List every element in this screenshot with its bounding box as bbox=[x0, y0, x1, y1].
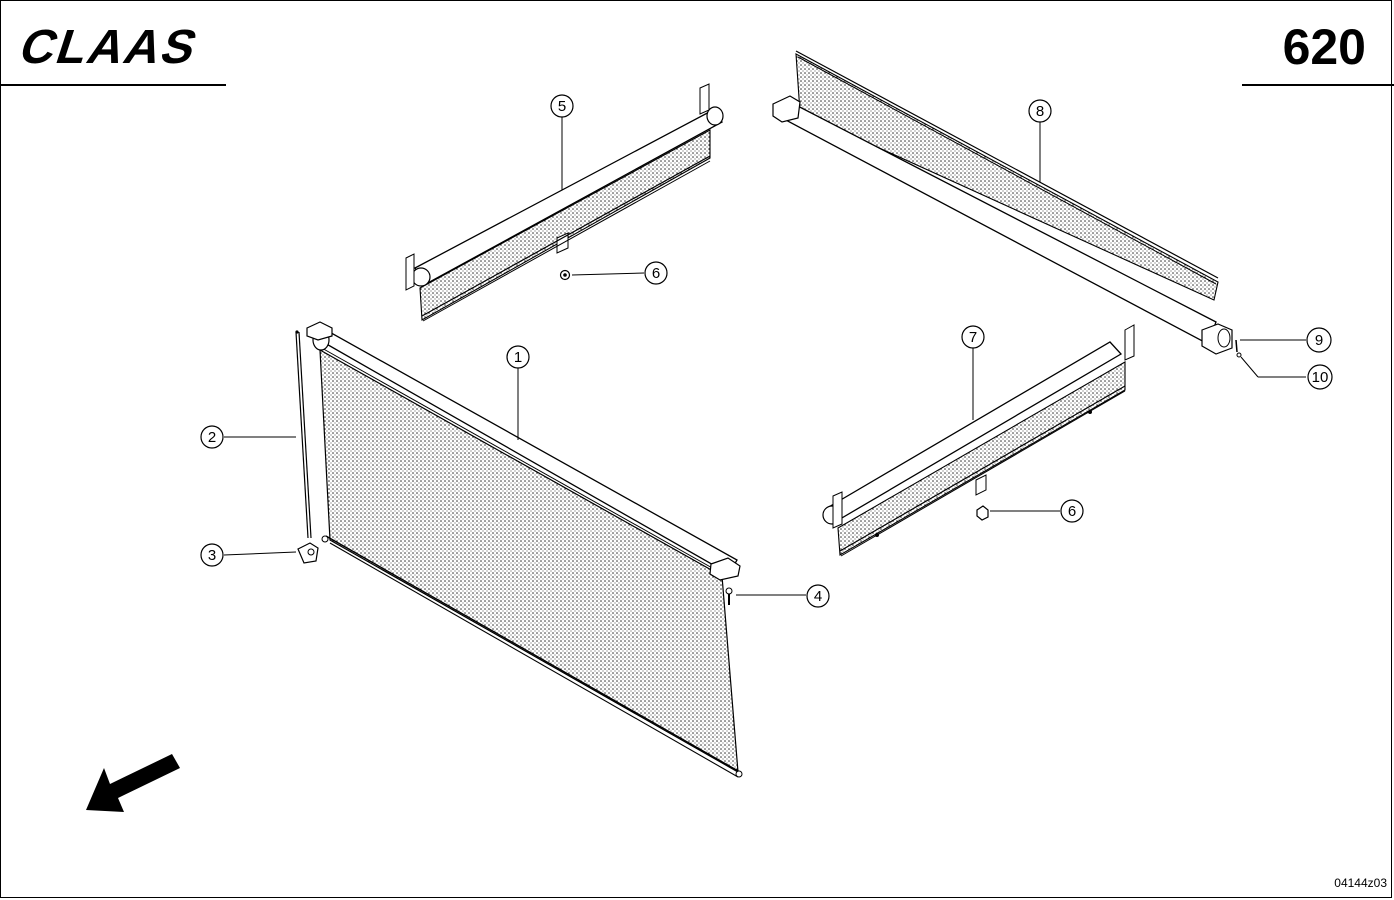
callout-7-label: 7 bbox=[969, 329, 977, 346]
callout-4-label: 4 bbox=[814, 588, 822, 605]
callout-9: 9 bbox=[1306, 327, 1332, 353]
callout-6-upper-label: 6 bbox=[652, 265, 660, 282]
part-3-end-cap bbox=[297, 542, 319, 564]
part-7-roller-blind-right bbox=[822, 324, 1135, 557]
leader-lines bbox=[223, 116, 1306, 596]
callout-3: 3 bbox=[200, 543, 224, 567]
callout-4: 4 bbox=[806, 584, 830, 608]
drawing-id: 04144z03 bbox=[1334, 876, 1387, 890]
part-9-pin bbox=[1235, 339, 1238, 353]
callout-7: 7 bbox=[961, 325, 985, 349]
part-8-roller-blind-rear bbox=[772, 50, 1233, 355]
callout-6-lower: 6 bbox=[1060, 499, 1084, 523]
callout-2: 2 bbox=[200, 425, 224, 449]
callout-8: 8 bbox=[1028, 99, 1052, 123]
callout-5: 5 bbox=[550, 94, 574, 118]
part-6-clip-upper bbox=[559, 269, 571, 281]
part-10-washer bbox=[1236, 352, 1242, 358]
direction-arrow-icon bbox=[86, 754, 180, 812]
part-6-clip-lower bbox=[976, 505, 989, 521]
part-1-roller-blind-front bbox=[306, 321, 743, 778]
callout-6-upper: 6 bbox=[644, 261, 668, 285]
part-5-roller-blind-rear-left bbox=[405, 83, 724, 322]
callout-1-label: 1 bbox=[514, 349, 522, 366]
callout-3-label: 3 bbox=[208, 547, 216, 564]
part-4-screw bbox=[725, 587, 733, 605]
part-2-guide-rod bbox=[295, 330, 312, 539]
callout-5-label: 5 bbox=[558, 98, 566, 115]
page-number: 620 bbox=[1283, 19, 1366, 75]
brand-logo: CLAAS bbox=[13, 20, 206, 74]
callout-9-label: 9 bbox=[1315, 332, 1323, 349]
callout-10-label: 10 bbox=[1312, 369, 1329, 386]
callout-6-lower-label: 6 bbox=[1068, 503, 1076, 520]
callout-1: 1 bbox=[506, 345, 530, 369]
callout-10: 10 bbox=[1307, 364, 1333, 390]
callout-8-label: 8 bbox=[1036, 103, 1044, 120]
callout-2-label: 2 bbox=[208, 429, 216, 446]
brand-logo-text: CLAAS bbox=[13, 20, 206, 74]
